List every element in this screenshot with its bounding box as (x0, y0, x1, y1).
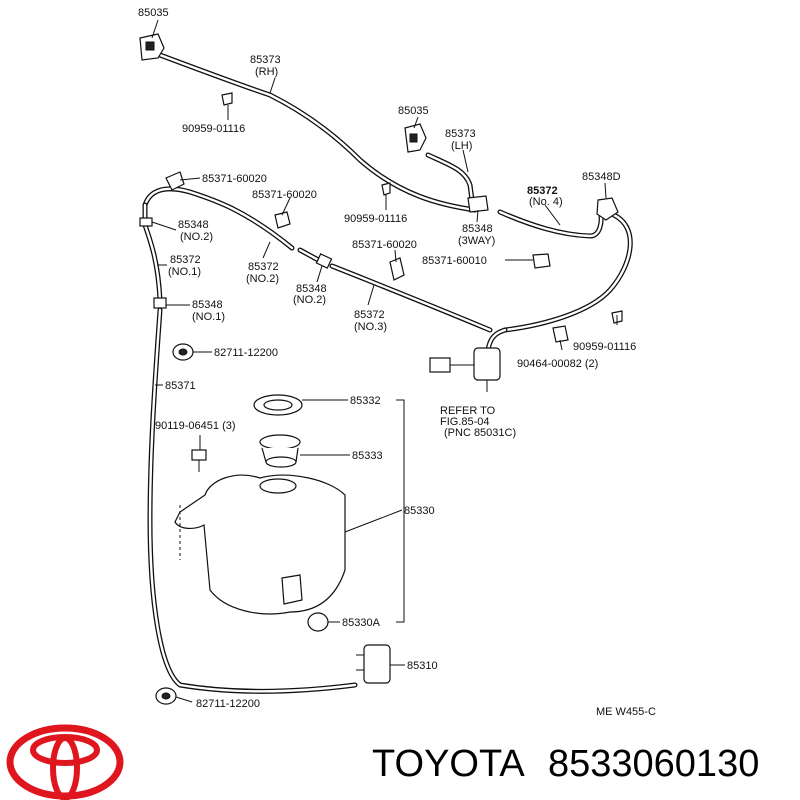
grommet-85330a (307, 612, 329, 632)
label-85372-no3-sub: (NO.3) (354, 321, 387, 333)
hose-85373-rh (157, 52, 478, 213)
clip-85371-60020-a (165, 171, 185, 191)
clip-90959-a (221, 92, 233, 106)
clip-85371-60020-c (389, 257, 405, 281)
label-85348-no1-sub: (NO.1) (192, 311, 225, 323)
label-85348-no2-a-sub: (NO.2) (180, 231, 213, 243)
label-90959-a: 90959-01116 (182, 123, 245, 135)
label-85348-3way: 85348 (462, 223, 493, 235)
label-refer-1: REFER TO (440, 405, 496, 417)
label-85372-no2: 85372 (248, 261, 279, 273)
label-85372-no4: 85372 (527, 185, 558, 197)
label-85371-60020-b: 85371-60020 (252, 189, 317, 201)
brand-name: TOYOTA (372, 743, 525, 785)
label-85348-3way-sub: (3WAY) (458, 235, 495, 247)
part-number: 8533060130 (548, 743, 759, 785)
label-85348-no2-b: 85348 (296, 283, 327, 295)
label-85333: 85333 (352, 450, 383, 462)
label-85035-top: 85035 (138, 7, 169, 19)
label-85371-60020-a: 85371-60020 (202, 173, 267, 185)
hose-85372-no4 (497, 207, 604, 239)
label-82711-a: 82711-12200 (214, 347, 278, 359)
label-82711-b: 82711-12200 (196, 698, 260, 710)
label-refer-2: FIG.85-04 (440, 416, 490, 428)
bolt-90119 (191, 449, 207, 472)
label-85372-no4-sub: (No. 4) (529, 196, 563, 208)
label-85373-lh-sub: (LH) (451, 140, 472, 152)
hose-85371-left (147, 307, 358, 694)
clip-85371-60010 (532, 253, 551, 269)
label-85371-60010: 85371-60010 (422, 255, 487, 267)
check-valve-assembly (429, 347, 501, 392)
pump-85310 (356, 644, 391, 684)
joint-85348-no2-mid (315, 253, 333, 269)
label-85371: 85371 (165, 380, 196, 392)
clamp-82711-b (155, 687, 177, 705)
joint-85348-no2-left (139, 217, 153, 227)
label-90959-b: 90959-01116 (344, 213, 407, 225)
label-85348-no1: 85348 (192, 299, 223, 311)
inlet-85333 (259, 434, 301, 468)
hose-85372-no3 (329, 263, 493, 333)
grommet-90464 (552, 325, 569, 343)
label-90959-c: 90959-01116 (573, 341, 636, 353)
connector-3way (467, 195, 489, 213)
label-85373-rh: 85373 (250, 54, 281, 66)
nozzle-85035-rh (139, 33, 165, 61)
label-85035-mid: 85035 (398, 105, 429, 117)
label-85372-no3: 85372 (354, 309, 385, 321)
joint-85348-no1 (153, 297, 167, 309)
clamp-82711-a (172, 343, 194, 361)
figure-code: ME W455-C (596, 706, 656, 718)
hose-85373-lh (425, 152, 475, 203)
cap-85332 (253, 394, 303, 416)
label-85330a: 85330A (342, 617, 381, 629)
label-85371-60020-c: 85371-60020 (352, 239, 417, 251)
label-85330: 85330 (404, 505, 435, 517)
label-85373-rh-sub: (RH) (255, 66, 278, 78)
label-85332: 85332 (350, 395, 381, 407)
label-85348d: 85348D (582, 171, 621, 183)
label-85348-no2-b-sub: (NO.2) (293, 294, 326, 306)
hose-pump-link (485, 327, 508, 353)
label-85310: 85310 (407, 660, 438, 672)
label-85372-no2-sub: (NO.2) (246, 273, 279, 285)
hose-top-left (142, 186, 295, 251)
tank-85330 (174, 474, 346, 615)
nozzle-85035-lh (404, 123, 427, 153)
label-85372-no1: 85372 (170, 254, 201, 266)
leader-lines (151, 19, 618, 703)
label-85373-lh: 85373 (445, 128, 476, 140)
clip-90959-b (381, 182, 391, 196)
label-85348-no2-a: 85348 (178, 219, 209, 231)
label-85372-no1-sub: (NO.1) (168, 266, 201, 278)
label-90464: 90464-00082 (2) (517, 358, 598, 370)
label-refer-3: (PNC 85031C) (444, 427, 516, 439)
label-90119: 90119-06451 (3) (155, 420, 236, 432)
connector-85348d (596, 197, 619, 221)
hose-85371-right (502, 212, 633, 333)
toyota-logo-icon (6, 724, 124, 800)
